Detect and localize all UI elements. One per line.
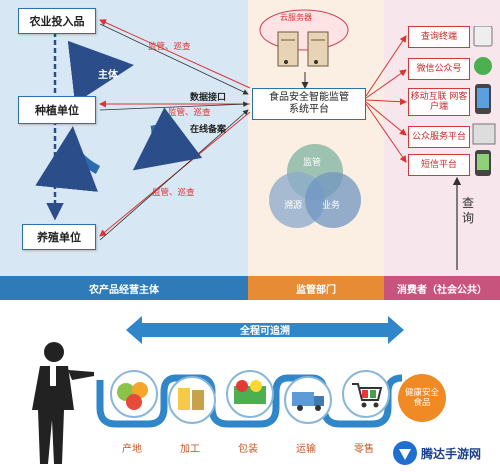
cloud-server: 云服务器 bbox=[256, 4, 352, 72]
service-label: 移动互联 网客户端 bbox=[410, 91, 468, 112]
breeding-unit-label: 养殖单位 bbox=[37, 231, 81, 244]
stage-label-transport: 运输 bbox=[296, 444, 316, 455]
stage-retail-image bbox=[342, 370, 390, 418]
wechat-icon bbox=[474, 57, 492, 75]
planting-unit-label: 种植单位 bbox=[35, 104, 79, 117]
zone-bar-consumers: 消费者（社会公共） bbox=[384, 276, 500, 300]
data-interface-label: 数据接口 bbox=[190, 93, 227, 103]
agri-input-box: 农业投入品 bbox=[18, 8, 96, 34]
stage-label-processing: 加工 bbox=[180, 444, 200, 455]
query-label: 查询 bbox=[462, 196, 475, 225]
stage-label-origin: 产地 bbox=[122, 444, 142, 455]
online-record-label: 在线备案 bbox=[190, 125, 227, 135]
connector-arrows bbox=[35, 19, 462, 270]
zone-bar-operators: 农产品经营主体 bbox=[0, 276, 248, 300]
flow-track bbox=[96, 374, 403, 428]
service-label: 短信平台 bbox=[420, 159, 457, 170]
stage-label-retail: 零售 bbox=[354, 444, 374, 455]
subject-label: 主体 bbox=[98, 70, 118, 81]
platform-title-line2: 系统平台 bbox=[289, 104, 329, 115]
service-label: 查询终端 bbox=[420, 31, 457, 42]
service-label: 公众服务平台 bbox=[411, 131, 466, 142]
terminal-icon bbox=[473, 26, 493, 47]
venn-circle-business bbox=[305, 172, 361, 228]
breeding-unit-box: 养殖单位 bbox=[22, 224, 96, 250]
cloud-server-label: 云服务器 bbox=[280, 13, 312, 22]
venn-label-business: 业务 bbox=[322, 201, 341, 211]
service-label: 微信公众号 bbox=[416, 63, 462, 74]
stage-label-packaging: 包装 bbox=[238, 444, 258, 455]
venn-label-trace: 溯源 bbox=[284, 201, 303, 211]
venn-label-supervise: 监管 bbox=[303, 158, 322, 168]
stage-origin-image bbox=[110, 370, 158, 418]
traceability-banner bbox=[126, 316, 404, 344]
supervise-label-3: 监管、巡查 bbox=[152, 188, 195, 198]
service-query-terminal[interactable]: 查询终端 bbox=[408, 26, 470, 48]
service-wechat[interactable]: 微信公众号 bbox=[408, 58, 470, 80]
service-sms[interactable]: 短信平台 bbox=[408, 154, 470, 176]
planting-unit-box: 种植单位 bbox=[18, 96, 96, 124]
watermark-text: 腾达手游网 bbox=[421, 446, 482, 461]
device-icons bbox=[472, 26, 496, 176]
stage-packaging-image bbox=[226, 370, 274, 418]
traceability-label: 全程可追溯 bbox=[240, 326, 290, 337]
cloud-server-icon bbox=[259, 9, 349, 67]
zone-bar-regulators: 监管部门 bbox=[248, 276, 384, 300]
stage-transport-image bbox=[284, 376, 332, 424]
businessman-figure bbox=[32, 342, 94, 464]
venn-diagram bbox=[269, 144, 361, 228]
platform-title-line1: 食品安全智能监管 bbox=[269, 91, 349, 103]
stage-processing-image bbox=[168, 376, 216, 424]
watermark: 腾达手游网 bbox=[392, 438, 498, 468]
agri-input-label: 农业投入品 bbox=[29, 15, 85, 28]
monitor-icon bbox=[472, 123, 496, 145]
supervise-label-1: 监管、巡查 bbox=[148, 42, 191, 52]
service-public-platform[interactable]: 公众服务平台 bbox=[408, 126, 470, 148]
service-mobile-client[interactable]: 移动互联 网客户端 bbox=[408, 88, 470, 116]
supervision-platform: 食品安全智能监管 系统平台 bbox=[252, 88, 366, 120]
watermark-logo-icon bbox=[393, 441, 417, 465]
healthy-food-badge: 健康安全 食品 bbox=[398, 374, 446, 422]
supervise-label-2: 监管、巡查 bbox=[168, 108, 211, 118]
